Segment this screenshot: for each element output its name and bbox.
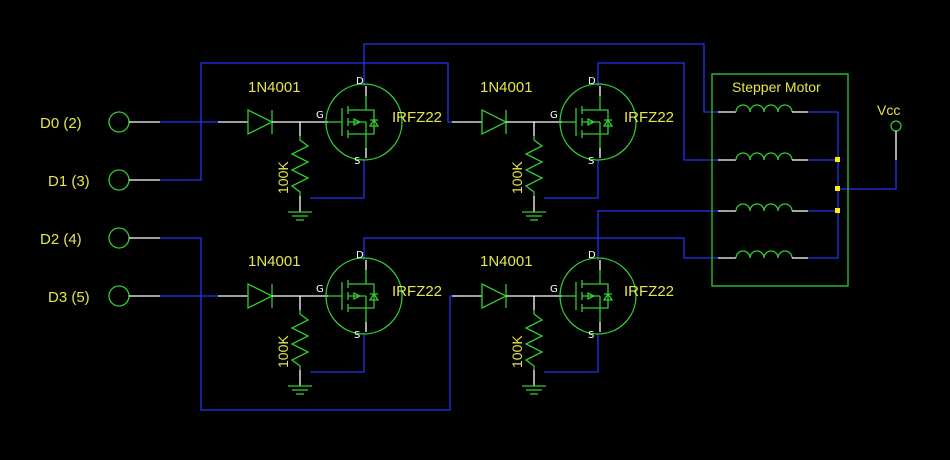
interconnect-wires: [160, 43, 897, 411]
motor-coil-2: [718, 152, 808, 161]
svg-text:IRFZ22: IRFZ22: [392, 109, 442, 126]
mosfet-label-3: IRFZ22: [392, 283, 442, 300]
pin-d-2: D: [588, 76, 596, 87]
pin-g-2: G: [550, 110, 558, 121]
stepper-motor: Stepper Motor: [711, 73, 849, 287]
svg-text:1N4001: 1N4001: [480, 79, 533, 96]
input-d3-label: D3 (5): [48, 289, 90, 306]
pin-s-3: S: [354, 330, 360, 341]
svg-text:100K: 100K: [509, 161, 525, 194]
pin-d-1: D: [356, 76, 364, 87]
pin-d-3: D: [356, 250, 364, 261]
pin-s-2: S: [588, 156, 594, 167]
svg-text:1N4001: 1N4001: [480, 253, 533, 270]
mosfet-label-2: IRFZ22: [624, 109, 674, 126]
vcc-terminal: Vcc: [877, 102, 902, 160]
diode-label-2: 1N4001: [480, 79, 533, 96]
resistor-label-2: 100K: [509, 161, 525, 194]
resistor-label-1: 100K: [275, 161, 291, 194]
resistor-label-3: 100K: [275, 335, 291, 368]
input-d0-terminal: D0 (2): [40, 111, 160, 133]
input-d0-label: D0 (2): [40, 115, 82, 132]
motor-coil-1: [718, 104, 808, 113]
vcc-label: Vcc: [877, 102, 900, 118]
junction-dot-1: [835, 157, 840, 162]
pin-d-4: D: [588, 250, 596, 261]
motor-coil-3: [718, 203, 808, 212]
input-d2-terminal: D2 (4): [40, 227, 160, 249]
svg-text:100K: 100K: [275, 161, 291, 194]
input-d2-label: D2 (4): [40, 231, 82, 248]
input-d1-terminal: D1 (3): [48, 169, 160, 191]
diode-label-3: 1N4001: [248, 253, 301, 270]
pin-s-1: S: [354, 156, 360, 167]
svg-text:IRFZ22: IRFZ22: [392, 283, 442, 300]
mosfet-label-1: IRFZ22: [392, 109, 442, 126]
driver-stage-4: [451, 257, 637, 395]
diode-label-4: 1N4001: [480, 253, 533, 270]
diode-label-1: 1N4001: [248, 79, 301, 96]
driver-stage-1: [217, 83, 403, 221]
svg-text:1N4001: 1N4001: [248, 253, 301, 270]
pin-s-4: S: [588, 330, 594, 341]
pin-g-1: G: [316, 110, 324, 121]
mosfet-label-4: IRFZ22: [624, 283, 674, 300]
driver-stage-2: [451, 83, 637, 221]
pin-g-4: G: [550, 284, 558, 295]
svg-text:100K: 100K: [509, 335, 525, 368]
junction-dot-3: [835, 208, 840, 213]
resistor-label-4: 100K: [509, 335, 525, 368]
input-d1-label: D1 (3): [48, 173, 90, 190]
svg-text:100K: 100K: [275, 335, 291, 368]
motor-coil-4: [718, 250, 808, 259]
pin-g-3: G: [316, 284, 324, 295]
driver-stage-3: [217, 257, 403, 395]
svg-text:IRFZ22: IRFZ22: [624, 109, 674, 126]
junction-dot-2: [835, 186, 840, 191]
svg-text:IRFZ22: IRFZ22: [624, 283, 674, 300]
stepper-motor-label: Stepper Motor: [732, 79, 821, 95]
svg-text:1N4001: 1N4001: [248, 79, 301, 96]
input-d3-terminal: D3 (5): [48, 285, 160, 307]
